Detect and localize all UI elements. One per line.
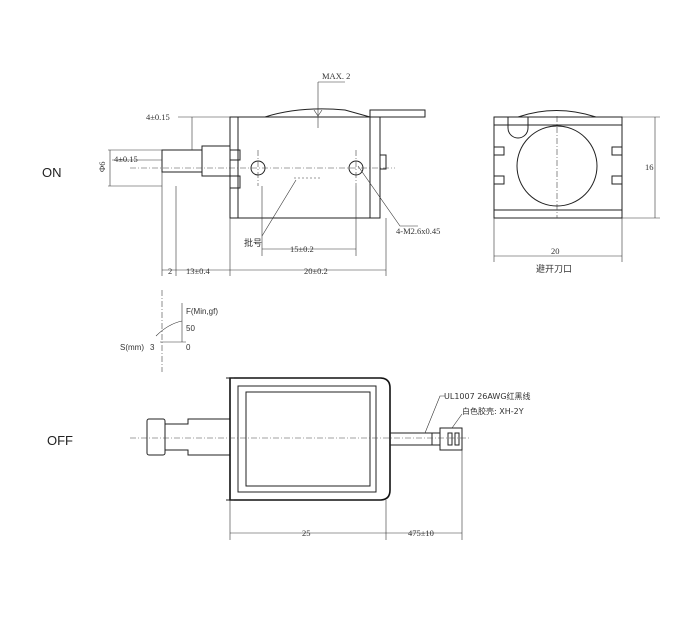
dim-phi6: Φ6 [97,162,107,172]
side-frame [493,116,623,219]
off-plunger-head [146,418,166,456]
wire-spec: UL1007 26AWG红黑线 [444,391,531,401]
off-connector-pin-1 [447,432,453,446]
force-x-label: S(mm) [120,343,144,352]
side-tab-left-bottom [493,175,505,185]
side-tab-right-bottom [611,175,623,185]
force-x-start: 3 [150,343,155,352]
dim-4-015-mid: 4±0.15 [114,154,138,164]
dim-20: 20±0.2 [304,266,328,276]
off-frame-inner [237,385,377,493]
dim-16: 16 [645,162,654,172]
dim-4-015-top: 4±0.15 [146,112,170,122]
off-connector-pin-2 [454,432,460,446]
force-y-value: 50 [186,324,195,333]
side-notch [507,117,529,139]
plunger-neck [201,145,231,177]
off-wire [390,432,433,446]
force-y-label: F(Min,gf) [186,307,218,316]
side-view: 16 20 避开刀口 [493,110,660,275]
top-bracket-tab [369,109,426,118]
connector-leader [451,413,463,429]
off-plunger-body [165,418,231,456]
dim-side-20: 20 [551,246,560,256]
dim-15: 15±0.2 [290,244,314,254]
frame-notch-bottom [230,175,241,189]
batch-leader [261,179,297,237]
plunger-outline [161,149,203,173]
side-top-curve [517,110,597,118]
off-frame-outer [229,377,391,501]
dim-2: 2 [168,266,172,276]
off-view: UL1007 26AWG红黑线 白色胶壳: XH-2Y 25 475±10 [130,377,531,540]
connector-spec: 白色胶壳: XH-2Y [462,406,524,416]
off-connector [439,427,463,451]
frame-notch-top [230,149,241,161]
side-note: 避开刀口 [536,263,572,275]
force-curve [155,320,183,337]
batch-label: 批号 [244,237,262,249]
side-tab-right-top [611,146,623,156]
frame-body [229,116,381,219]
force-stroke-chart: F(Min,gf) 50 S(mm) 3 0 [120,290,218,372]
side-tab-left-top [493,146,505,156]
max-dim-arrow [313,109,323,117]
side-frame-inner [494,124,622,211]
dim-13: 13±0.4 [186,266,211,276]
dim-25: 25 [302,528,311,538]
top-bracket-curve [264,108,371,118]
thread-leader [357,165,418,227]
off-state-label: OFF [47,433,73,448]
max-note: MAX. 2 [322,71,350,81]
off-wire-end [432,432,440,446]
on-state-label: ON [42,165,62,180]
off-coil [245,391,371,487]
dim-475: 475±10 [408,528,434,538]
thread-note: 4-M2.6x0.45 [396,226,440,236]
dim-side-20-ext [493,218,623,262]
off-dim-ext [229,450,463,540]
force-x-end: 0 [186,343,191,352]
right-tab [379,154,387,170]
wire-leader [424,395,445,434]
dim-16-ext [622,116,660,219]
top-view: MAX. 2 4±0.15 Φ6 4±0.15 批号 4-M2.6x0.45 1… [97,71,440,276]
